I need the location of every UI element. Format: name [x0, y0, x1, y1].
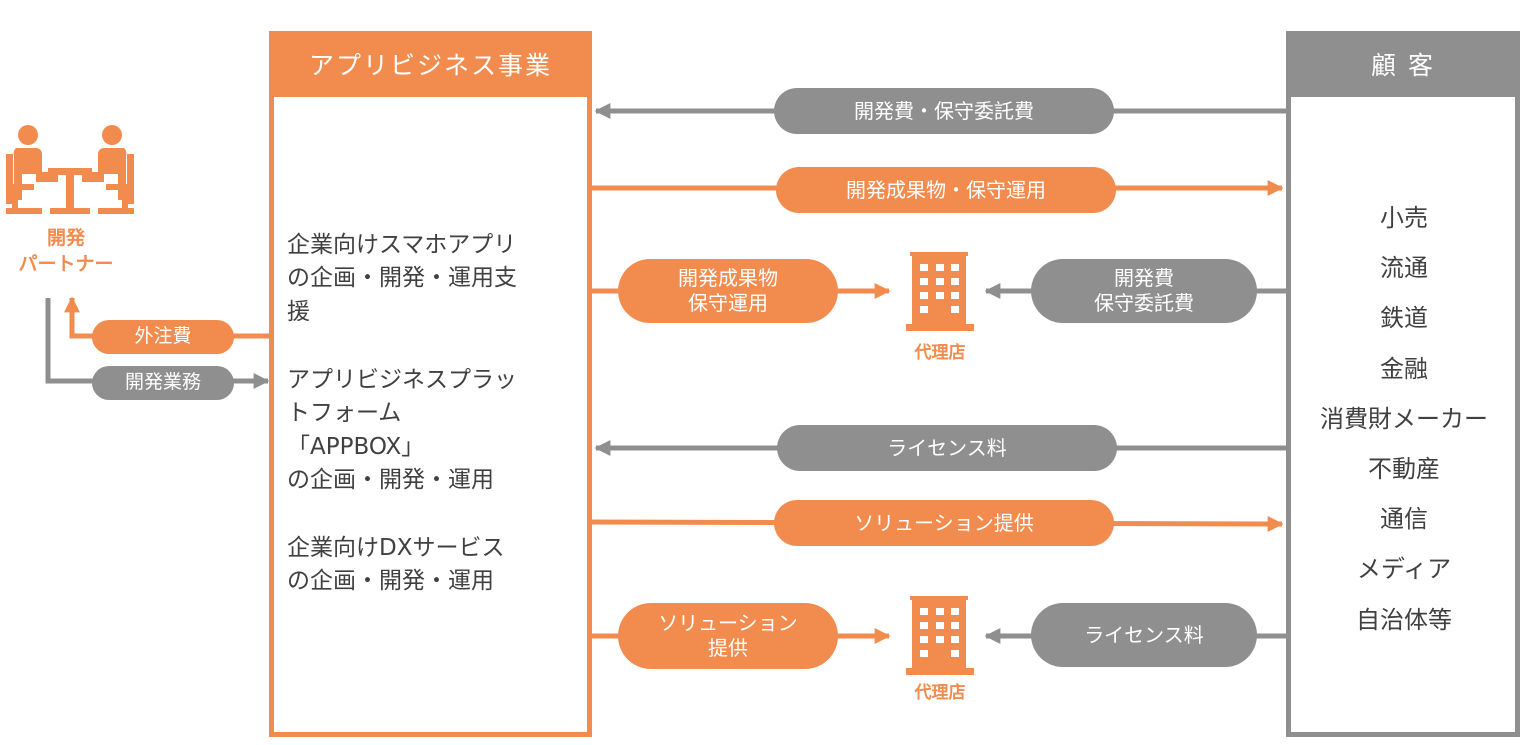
customer-industry: 不動産	[1368, 454, 1440, 483]
customer-header: 顧 客	[1286, 31, 1520, 97]
pill-deliverables: 開発成果物・保守運用	[776, 167, 1116, 213]
pill-solution: ソリューション提供	[774, 500, 1114, 546]
agency-label: 代理店	[914, 343, 966, 363]
building-icon	[906, 252, 974, 331]
pill-agency2-in: ライセンス料	[1031, 603, 1257, 667]
pill-line: ソリューション	[658, 611, 798, 635]
customer-industry: 通信	[1380, 505, 1428, 534]
business-item-line: トフォーム	[287, 400, 402, 427]
customer-industry: メディア	[1356, 555, 1452, 584]
customer-industry: 消費財メーカー	[1320, 404, 1488, 433]
pill-line: 提供	[708, 636, 748, 660]
agency-label: 代理店	[914, 683, 966, 703]
partner-label-line: 開発	[46, 227, 85, 249]
business-item-appbox: アプリビジネスプラッ トフォーム 「APPBOX」 の企画・開発・運用	[287, 364, 577, 497]
pill-line: 保守運用	[688, 291, 768, 315]
pill-line: 開発成果物	[678, 266, 778, 290]
pill-agency2-out: ソリューション 提供	[618, 603, 838, 669]
pill-dev-fee: 開発費・保守委託費	[774, 88, 1114, 134]
business-item-line: 企業向けスマホアプリ	[287, 232, 517, 258]
business-item-line: の企画・開発・運用支	[287, 265, 517, 292]
pill-agency1-out: 開発成果物 保守運用	[618, 259, 838, 323]
partner-meeting-icon	[6, 125, 134, 214]
business-item-line: 援	[287, 298, 310, 325]
business-header: アプリビジネス事業	[269, 31, 592, 97]
customer-industry: 鉄道	[1380, 304, 1428, 333]
business-item-line: の企画・開発・運用	[287, 568, 494, 595]
partner-label-line: パートナー	[18, 252, 114, 275]
pill-agency1-in: 開発費 保守委託費	[1031, 259, 1257, 323]
partner-label: 開発 パートナー	[0, 226, 132, 277]
building-icon	[906, 596, 974, 675]
pill-license-fee: ライセンス料	[777, 425, 1117, 471]
pill-line: 保守委託費	[1094, 291, 1194, 315]
business-box	[269, 97, 592, 737]
customer-industry: 流通	[1380, 254, 1428, 283]
customer-industry: 自治体等	[1356, 605, 1452, 634]
business-item-line: 「APPBOX」	[287, 433, 425, 460]
pill-line: 開発費	[1114, 266, 1174, 290]
customer-industry: 金融	[1380, 354, 1428, 383]
pill-development-work: 開発業務	[92, 366, 234, 400]
business-item-dx-services: 企業向けDXサービス の企画・開発・運用	[287, 532, 577, 599]
business-item-line: の企画・開発・運用	[287, 467, 494, 494]
customer-box	[1286, 97, 1520, 737]
pill-outsourcing-fee: 外注費	[92, 320, 234, 354]
business-item-line: アプリビジネスプラッ	[287, 367, 517, 393]
customer-industry: 小売	[1380, 204, 1428, 232]
customer-industry-list: 小売 流通 鉄道 金融 消費財メーカー 不動産 通信 メディア 自治体等	[1293, 193, 1515, 645]
business-item-smartphone-apps: 企業向けスマホアプリ の企画・開発・運用支 援	[287, 229, 577, 329]
business-item-line: 企業向けDXサービス	[287, 535, 505, 561]
